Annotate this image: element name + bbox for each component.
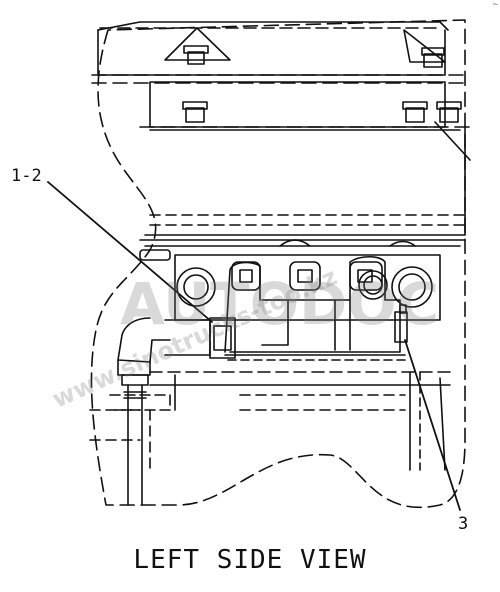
leader-line-1-2	[47, 181, 213, 323]
phantom-outline	[90, 19, 466, 508]
view-caption: LEFT SIDE VIEW	[133, 545, 367, 575]
corner-mark: ~	[492, 0, 498, 10]
valve-cover	[91, 21, 471, 76]
cylinder-head	[91, 81, 471, 236]
connector-assembly	[117, 317, 236, 506]
callout-label-1-2: 1-2	[11, 166, 42, 186]
leader-line-3	[404, 339, 461, 511]
engine-block	[89, 239, 466, 471]
manifold-assembly	[224, 255, 408, 361]
callout-label-3: 3	[458, 514, 469, 534]
